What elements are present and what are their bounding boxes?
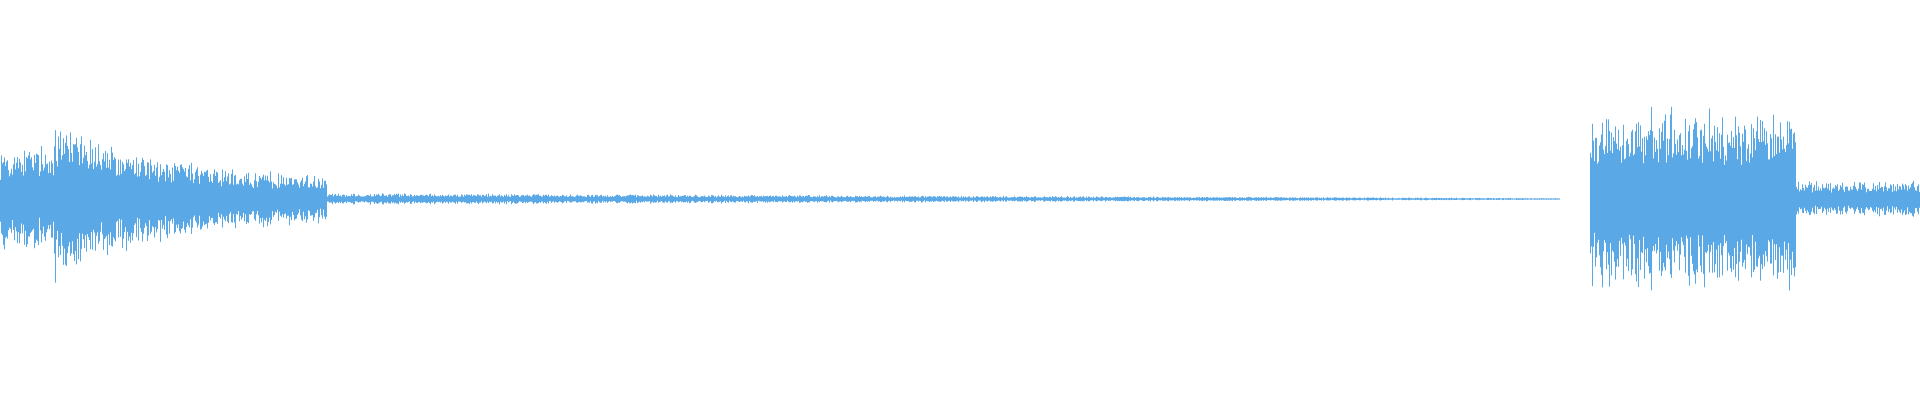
waveform-path bbox=[0, 106, 1920, 291]
